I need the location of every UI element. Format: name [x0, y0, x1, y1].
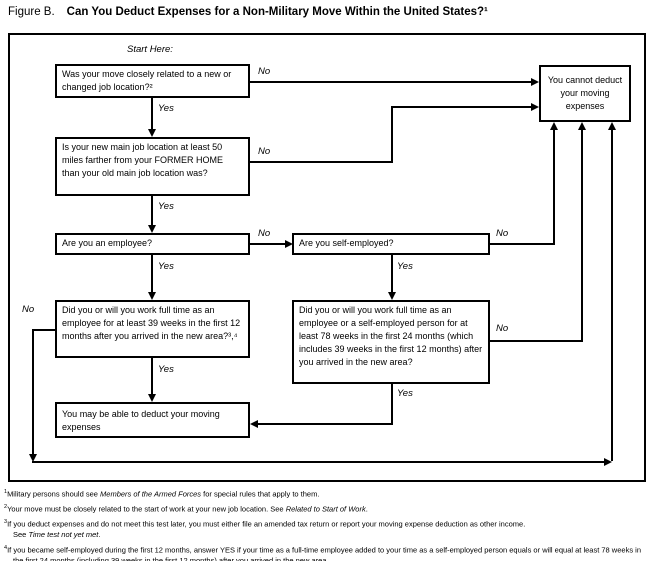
yes-label-q2: Yes: [158, 201, 174, 212]
footnote-2-em: Related to Start of Work: [285, 504, 366, 514]
start-here-label: Start Here:: [127, 44, 173, 55]
connector-q5-yes-line: [151, 358, 153, 394]
arrowhead-q5-no-down: [29, 454, 37, 462]
footnote-1-em: Members of the Armed Forces: [100, 489, 202, 499]
footnote-3-marker: 3: [4, 519, 8, 526]
figure-title: Figure B. Can You Deduct Expenses for a N…: [8, 6, 488, 18]
result-box-may-deduct: You may be able to deduct your moving ex…: [55, 402, 250, 438]
no-label-q4: No: [496, 228, 509, 239]
connector-q6-yes-line-v: [391, 384, 393, 425]
connector-q2-no-line-h1: [250, 161, 393, 163]
arrowhead-q5-no-up: [608, 122, 616, 130]
connector-q6-no-line-h: [490, 340, 583, 342]
footnotes: 1Military persons should see Members of …: [4, 487, 650, 561]
yes-label-q1: Yes: [158, 103, 174, 114]
connector-q1-no-line: [250, 81, 531, 83]
connector-q5-no-line-h2: [32, 461, 604, 463]
no-label-q6: No: [496, 323, 509, 334]
decision-box-employee: Are you an employee?: [55, 233, 250, 255]
connector-q4-no-line-v: [553, 130, 555, 245]
footnote-1-marker: 1: [4, 489, 8, 495]
no-label-q5: No: [22, 304, 35, 315]
yes-label-q4: Yes: [397, 261, 413, 272]
arrowhead-q6-no: [578, 122, 586, 130]
arrowhead-q4-yes: [388, 292, 396, 300]
decision-box-self-employed: Are you self-employed?: [292, 233, 490, 255]
decision-box-50-miles: Is your new main job location at least 5…: [55, 137, 250, 196]
footnote-2-text: Your move must be closely related to the…: [7, 504, 286, 514]
no-label-q3: No: [258, 228, 271, 239]
figure-heading: Can You Deduct Expenses for a Non-Milita…: [66, 6, 488, 18]
connector-q1-yes-line: [151, 98, 153, 129]
no-label-q1: No: [258, 66, 271, 77]
connector-q2-yes-line: [151, 196, 153, 225]
connector-q2-no-line-v: [391, 106, 393, 163]
connector-q4-no-line-h: [490, 243, 555, 245]
decision-box-78-weeks: Did you or will you work full time as an…: [292, 300, 490, 384]
footnote-2-marker: 2: [4, 504, 8, 511]
result-box-cannot-deduct: You cannot deduct your moving expenses: [539, 65, 631, 122]
arrowhead-q1-no: [531, 78, 539, 86]
connector-q6-yes-line-h: [258, 423, 393, 425]
arrowhead-q3-yes: [148, 292, 156, 300]
footnote-2: 2Your move must be closely related to th…: [4, 502, 650, 515]
footnote-1: 1Military persons should see Members of …: [4, 487, 650, 500]
connector-q5-no-line-v2: [611, 130, 613, 461]
yes-label-q3: Yes: [158, 261, 174, 272]
figure-label: Figure B.: [8, 6, 55, 18]
no-label-q2: No: [258, 146, 271, 157]
footnote-4: 4If you became self-employed during the …: [4, 543, 650, 561]
footnote-4-marker: 4: [4, 544, 8, 551]
decision-box-move-related: Was your move closely related to a new o…: [55, 64, 250, 98]
footnote-3-line2: See: [13, 530, 29, 540]
connector-q3-no-line: [250, 243, 285, 245]
footnote-3-post: .: [98, 530, 101, 540]
footnote-1-post: for special rules that apply to them.: [201, 489, 320, 499]
arrowhead-q5-yes: [148, 394, 156, 402]
arrowhead-q2-yes: [148, 225, 156, 233]
arrowhead-q1-yes: [148, 129, 156, 137]
connector-q2-no-line-h2: [391, 106, 531, 108]
decision-box-39-weeks: Did you or will you work full time as an…: [55, 300, 250, 358]
arrowhead-q3-no: [285, 240, 293, 248]
footnote-3: 3If you deduct expenses and do not meet …: [4, 517, 650, 541]
footnote-2-post: .: [365, 504, 368, 514]
footnote-4-text: If you became self-employed during the f…: [7, 545, 641, 561]
arrowhead-q2-no: [531, 103, 539, 111]
arrowhead-q5-no-right: [604, 458, 612, 466]
arrowhead-q6-yes: [250, 420, 258, 428]
connector-q5-no-line-v1: [32, 329, 34, 454]
connector-q6-no-line-v: [581, 130, 583, 342]
connector-q5-no-line-h1: [32, 329, 55, 331]
connector-q4-yes-line: [391, 255, 393, 292]
footnote-3-text: If you deduct expenses and do not meet t…: [7, 519, 526, 529]
connector-q3-yes-line: [151, 255, 153, 292]
footnote-3-em: Time test not yet met: [28, 530, 99, 540]
footnote-1-text: Military persons should see: [7, 489, 101, 499]
yes-label-q5: Yes: [158, 364, 174, 375]
arrowhead-q4-no: [550, 122, 558, 130]
yes-label-q6: Yes: [397, 388, 413, 399]
